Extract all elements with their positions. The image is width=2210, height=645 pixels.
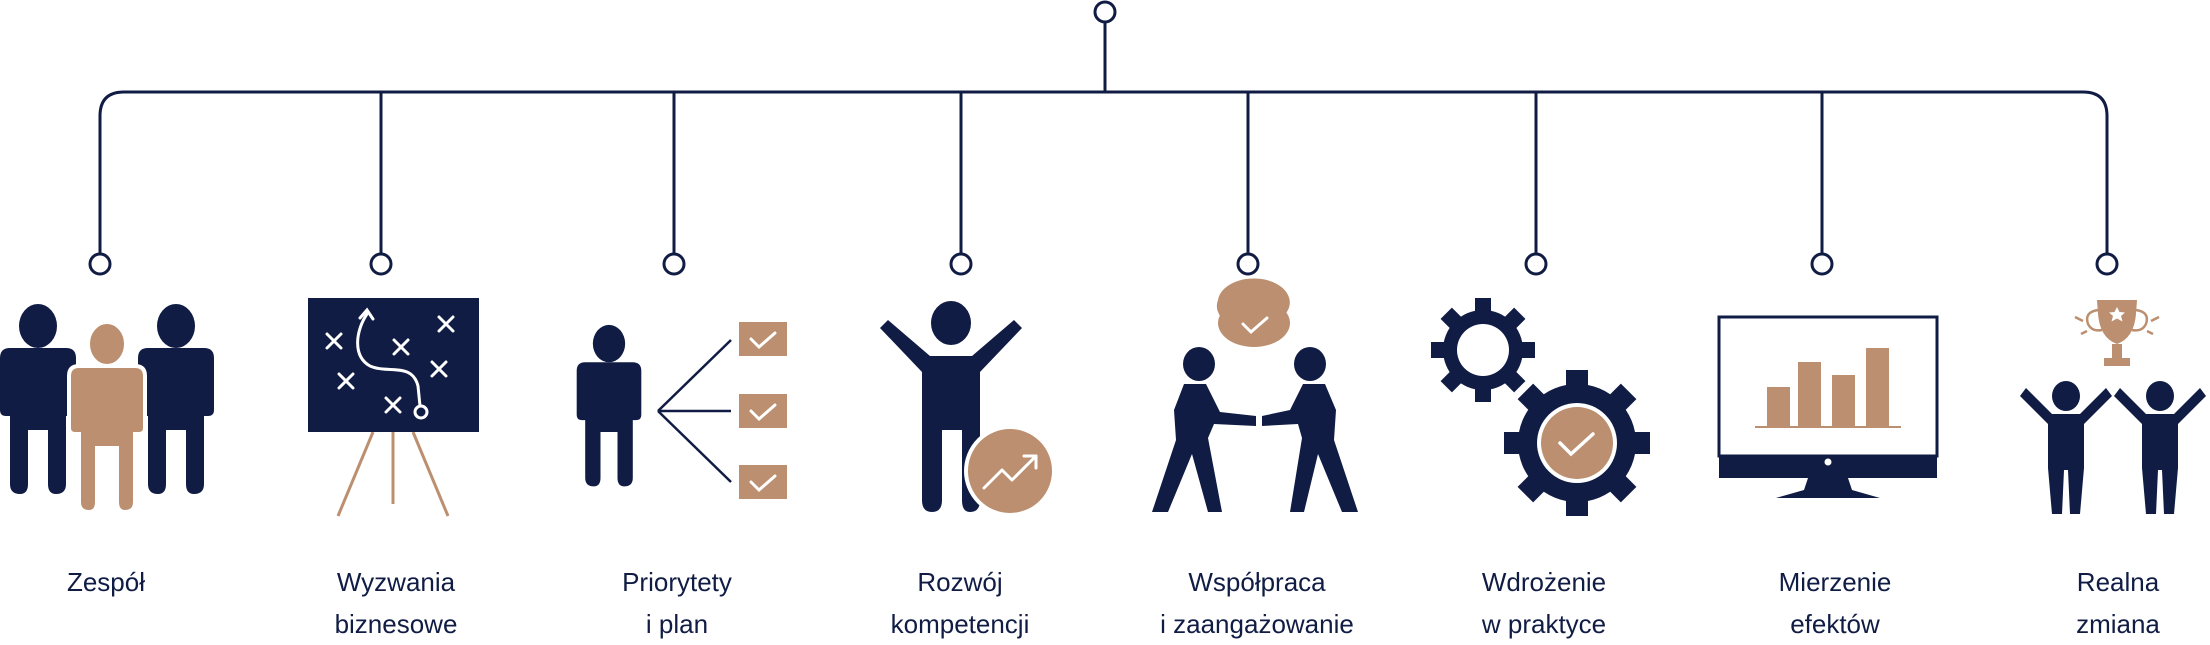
- label-team: Zespół: [66, 567, 146, 597]
- node-3: [662, 252, 686, 276]
- node-6: [1524, 252, 1548, 276]
- node-8: [2095, 252, 2119, 276]
- gears-icon: [1431, 298, 1650, 516]
- node-7: [1810, 252, 1834, 276]
- monitor-bar-chart-icon: [1717, 315, 1939, 498]
- node-2: [369, 252, 393, 276]
- trophy-people-icon: [2020, 300, 2206, 514]
- node-5: [1236, 252, 1260, 276]
- node-4: [949, 252, 973, 276]
- connector-nodes: [88, 0, 2119, 276]
- priorities-checklist-icon: [576, 322, 787, 499]
- team-icon: [0, 304, 214, 514]
- growth-person-icon: [880, 301, 1056, 517]
- root-node: [1093, 0, 1117, 24]
- connector-tree: [98, 23, 2109, 264]
- node-1: [88, 252, 112, 276]
- strategy-board-icon: [308, 298, 479, 517]
- handshake-icon: [1152, 278, 1358, 512]
